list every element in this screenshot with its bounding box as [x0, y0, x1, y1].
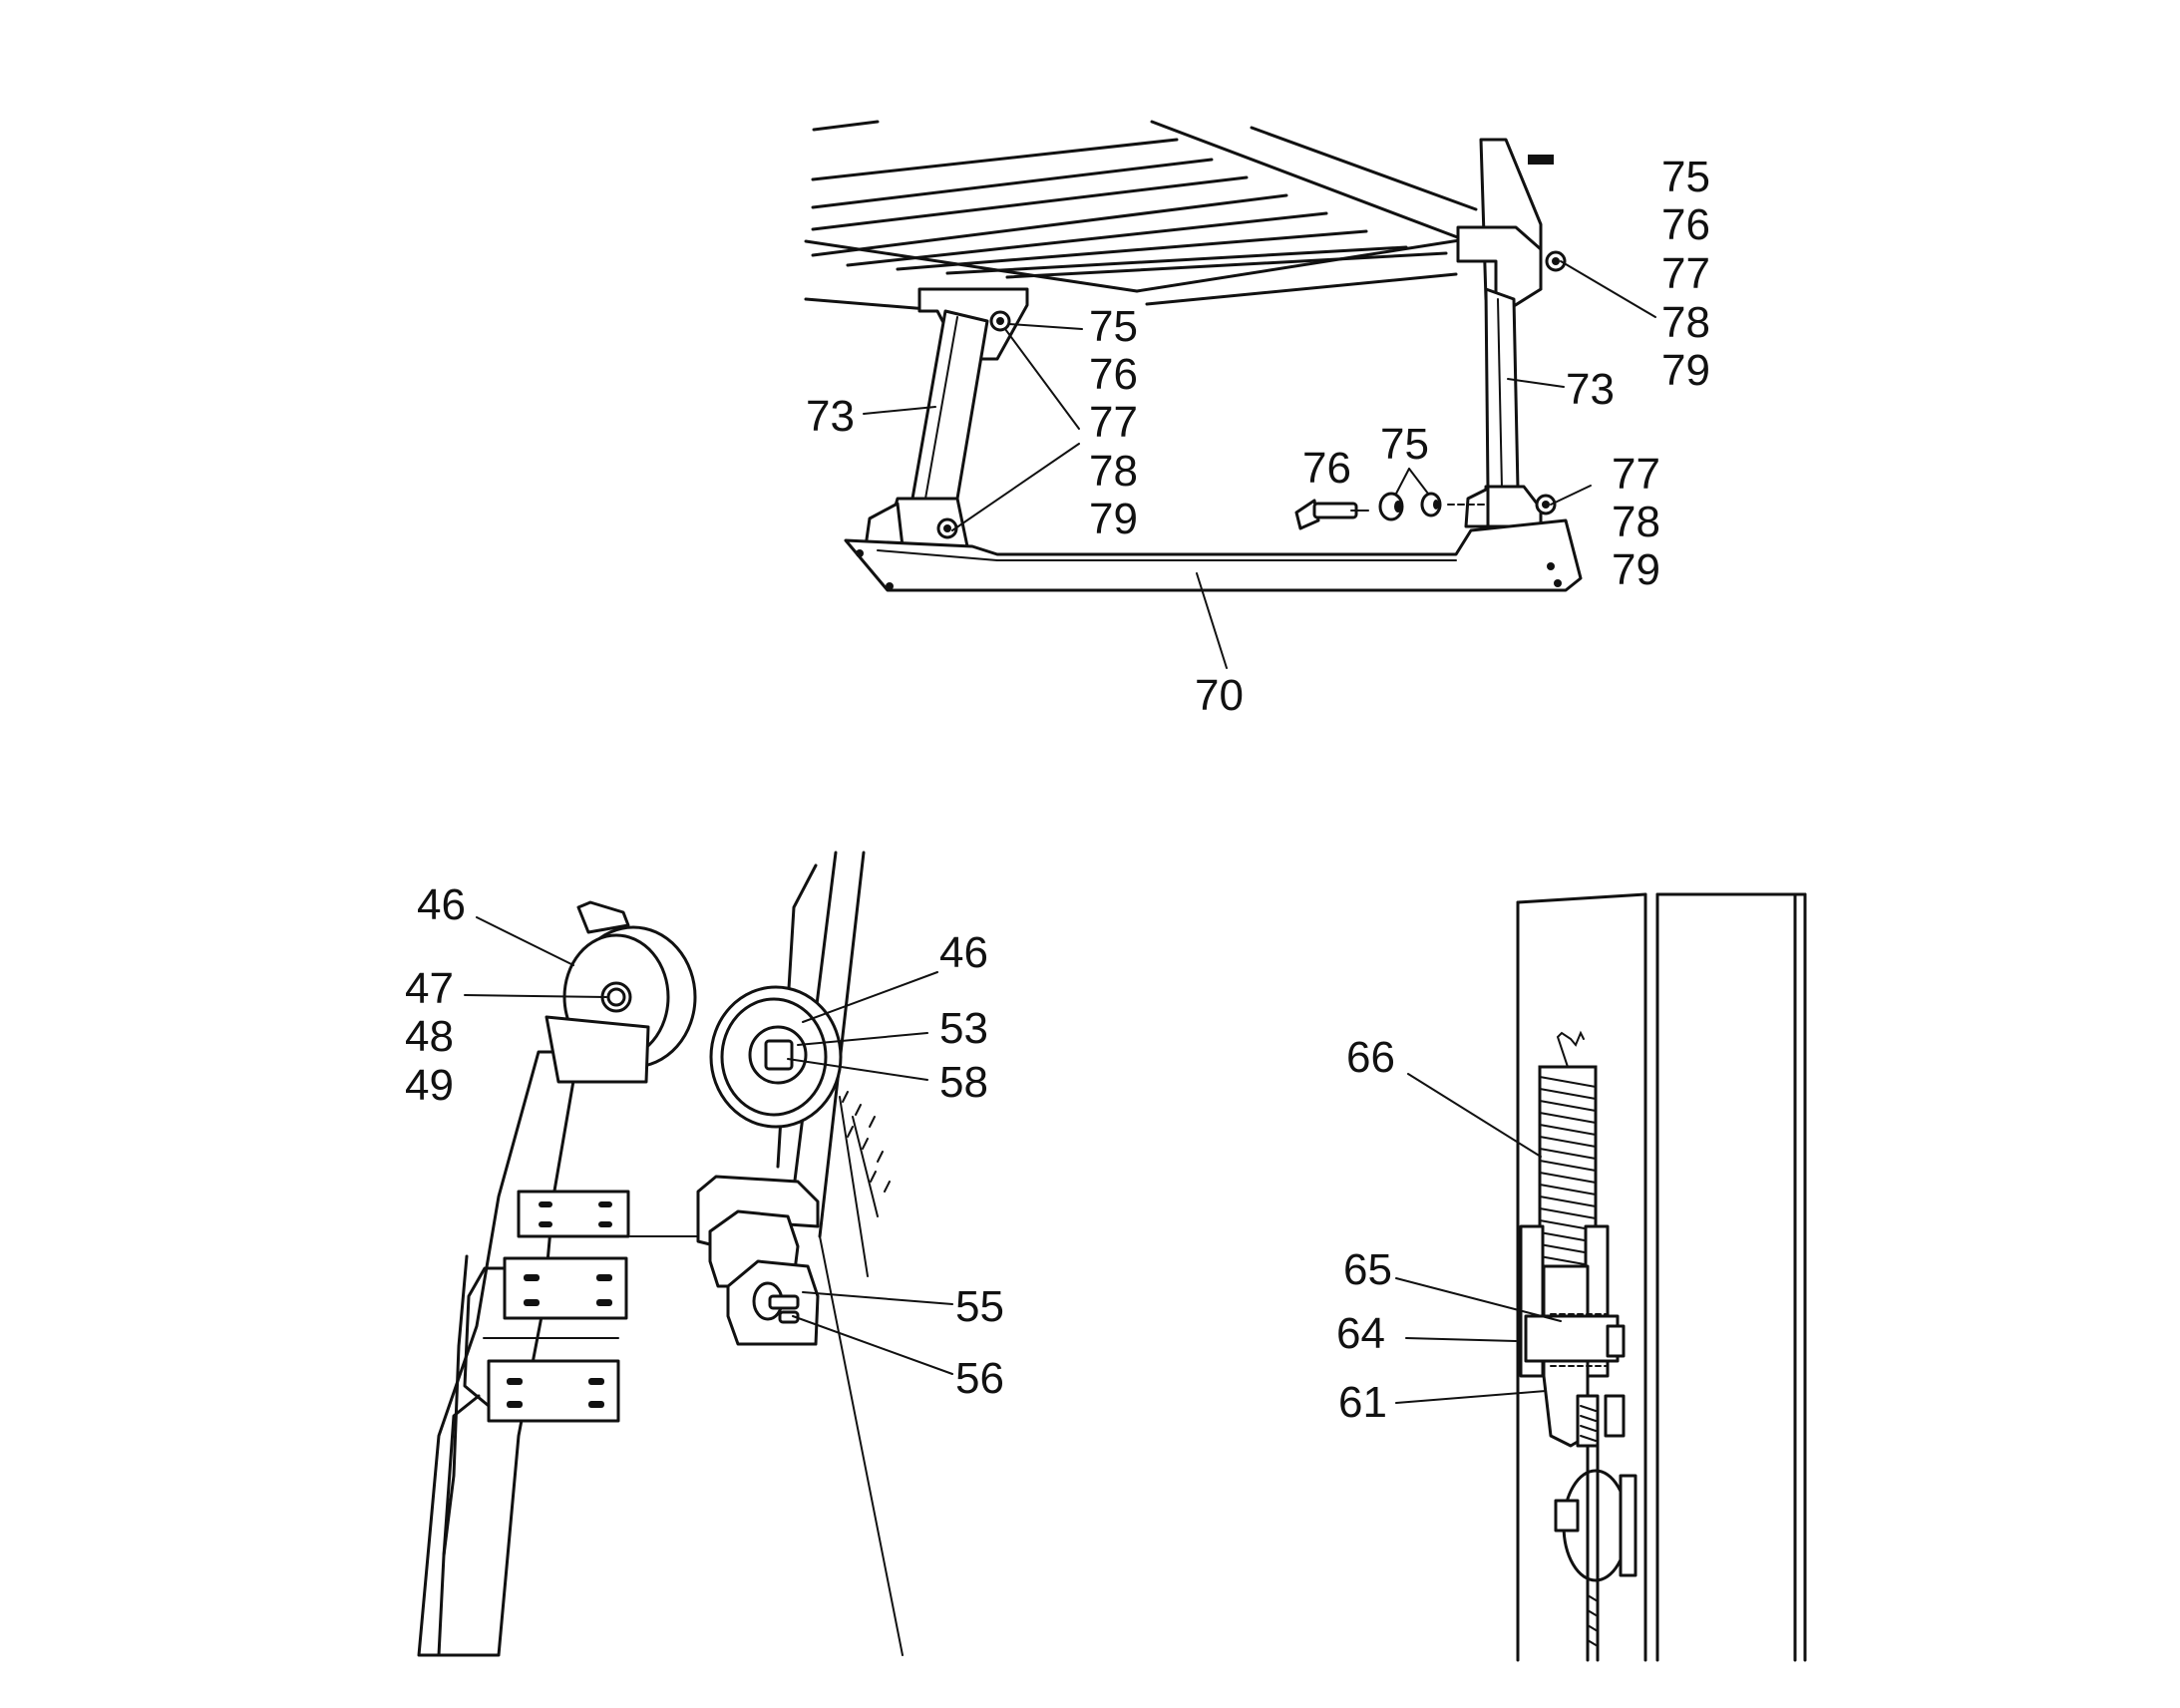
callout-78-a: 78	[1089, 447, 1138, 496]
mounting-plates	[463, 1190, 699, 1423]
cable-pulley	[1554, 1394, 1637, 1662]
callout-76-d: 76	[1661, 200, 1710, 249]
bottom-left-leaders	[464, 916, 953, 1375]
callout-75-a: 75	[1089, 302, 1138, 351]
base-beam-70	[844, 518, 1583, 592]
left-strut-73	[910, 309, 989, 501]
callout-48: 48	[405, 1012, 454, 1061]
right-strut-73	[1484, 287, 1520, 491]
hatch-marks	[842, 1091, 891, 1193]
callout-78-d: 78	[1661, 298, 1710, 347]
boom-arm	[417, 1050, 580, 1657]
callout-77-d: 77	[1661, 249, 1710, 298]
lower-right-pivot	[1464, 485, 1557, 528]
bottom-right-drawing: 66 65 64 61	[1336, 892, 1807, 1662]
callout-79-c: 79	[1612, 545, 1660, 594]
callout-65: 65	[1343, 1245, 1392, 1294]
callout-61: 61	[1338, 1378, 1387, 1427]
callout-73-left: 73	[806, 392, 855, 441]
callout-79-d: 79	[1661, 346, 1710, 395]
pulley-46-right	[709, 985, 843, 1129]
callout-49: 49	[405, 1061, 454, 1110]
callout-70: 70	[1195, 671, 1244, 720]
callout-66: 66	[1346, 1033, 1395, 1082]
bottom-left-callout-labels: 46 47 48 49 46 53 58 55 56	[405, 880, 1004, 1403]
callout-56: 56	[955, 1354, 1004, 1403]
callout-77-a: 77	[1089, 398, 1138, 447]
top-assembly-drawing: 73 75 76 77 78 79 76 75 77 78 79 73 75 7…	[804, 120, 1710, 720]
latch-bracket	[1519, 1224, 1626, 1448]
top-callout-labels: 73 75 76 77 78 79 76 75 77 78 79 73 75 7…	[806, 153, 1710, 720]
callout-73-right: 73	[1566, 365, 1615, 414]
callout-47: 47	[405, 964, 454, 1013]
bottom-left-drawing: 46 47 48 49 46 53 58 55 56	[405, 851, 1004, 1657]
exploded-washers-75	[1378, 492, 1485, 521]
callout-76-a: 76	[1089, 350, 1138, 399]
callout-53: 53	[939, 1004, 988, 1053]
callout-75-b: 75	[1380, 420, 1429, 469]
callout-64: 64	[1336, 1309, 1385, 1358]
callout-79-a: 79	[1089, 495, 1138, 543]
right-upper-bracket	[1456, 138, 1567, 313]
pulley-46-left	[545, 900, 697, 1084]
exploded-bolt-76	[1294, 499, 1369, 530]
callout-78-c: 78	[1612, 498, 1660, 546]
hinge-block	[696, 1175, 820, 1346]
callout-46-b: 46	[939, 928, 988, 977]
callout-55: 55	[955, 1282, 1004, 1331]
callout-46-a: 46	[417, 880, 466, 929]
callout-76-b: 76	[1302, 444, 1351, 493]
lower-left-pivot	[864, 497, 969, 548]
top-leader-lines	[863, 260, 1656, 669]
bottom-right-leaders	[1395, 1073, 1562, 1404]
callout-75-d: 75	[1661, 153, 1710, 201]
door-frame	[1516, 892, 1807, 1662]
deck-slats	[804, 120, 1478, 311]
callout-77-c: 77	[1612, 450, 1660, 499]
callout-58: 58	[939, 1058, 988, 1107]
bottom-right-callout-labels: 66 65 64 61	[1336, 1033, 1395, 1427]
